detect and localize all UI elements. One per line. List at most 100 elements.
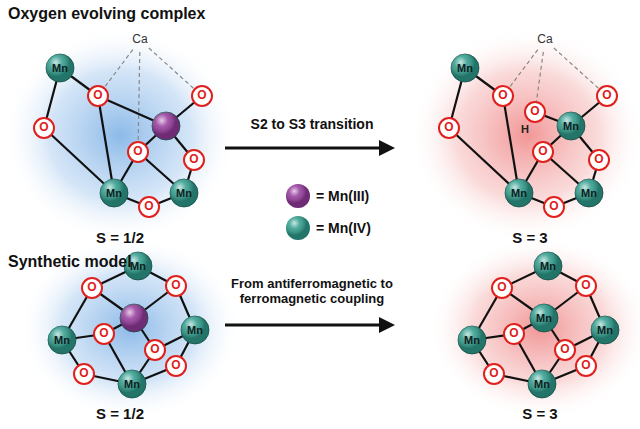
atom-body (166, 276, 186, 296)
oxygen-atom (555, 340, 575, 360)
legend-swatch (286, 216, 310, 240)
legend-swatch (286, 184, 310, 208)
atom-shine (48, 326, 76, 354)
atom-body (493, 86, 513, 106)
atom-shine (534, 252, 562, 280)
manganese-atom (118, 370, 146, 398)
atom-body (82, 278, 102, 298)
oxygen-atom (192, 86, 212, 106)
atom-body (458, 326, 486, 354)
atom-body (145, 340, 165, 360)
atom-label: Mn (106, 187, 122, 200)
legend-text: = Mn(IV) (316, 220, 371, 236)
atom-body (100, 179, 128, 207)
manganese-atom (46, 54, 74, 82)
atom-body (484, 364, 504, 384)
manganese-atom (458, 326, 486, 354)
oxygen-atom (544, 197, 564, 217)
arrow-head (379, 317, 395, 333)
oxygen-atom (492, 278, 512, 298)
atom-label: O (197, 89, 206, 103)
atom-body (192, 86, 212, 106)
atom-body (576, 356, 596, 376)
manganese-atom (591, 316, 619, 344)
atom-label: Mn (511, 187, 527, 200)
manganese-atom (48, 326, 76, 354)
oxygen-atom (589, 150, 609, 170)
atom-body (34, 118, 54, 138)
atom-label: Mn (124, 378, 140, 391)
oxygen-atom (94, 324, 114, 344)
atom-body (576, 276, 596, 296)
oxygen-atom (88, 86, 108, 106)
atom-label: Mn (187, 324, 203, 337)
atom-label: O (538, 145, 547, 159)
atom-label: O (498, 89, 507, 103)
atom-label: O (497, 281, 506, 295)
atom-label: O (530, 105, 539, 119)
oxygen-atom (576, 276, 596, 296)
atom-shine (530, 304, 558, 332)
atom-label: O (549, 200, 558, 214)
atom-shine (118, 370, 146, 398)
figure-label: From antiferromagnetic to ferromagnetic … (205, 277, 420, 307)
oxygen-atom (504, 324, 524, 344)
oxygen-atom (484, 364, 504, 384)
figure-label: Ca (132, 33, 147, 47)
oxygen-atom (82, 278, 102, 298)
atom-label: O (171, 359, 180, 373)
atom-body (181, 316, 209, 344)
calcium-contact (138, 52, 140, 152)
manganese-atom (451, 54, 479, 82)
atom-label: O (133, 145, 142, 159)
atom-body (118, 370, 146, 398)
atom-label: O (150, 343, 159, 357)
atom-body (504, 324, 524, 344)
atom-label: O (171, 279, 180, 293)
glow (428, 236, 640, 420)
oxygen-atom (166, 356, 186, 376)
bond (98, 96, 114, 193)
atom-body (74, 364, 94, 384)
manganese-atom (557, 112, 585, 140)
figure-label: Synthetic model (8, 253, 132, 271)
atom-label: Mn (597, 324, 613, 337)
atom-label: O (581, 279, 590, 293)
reaction-arrow (225, 324, 383, 327)
bond (503, 96, 519, 193)
atom-label: O (489, 367, 498, 381)
atom-body (575, 179, 603, 207)
figure-label: S = 1/2 (96, 405, 144, 422)
legend-swatch-color (286, 184, 310, 208)
oxygen-atom (145, 340, 165, 360)
atom-label: O (99, 327, 108, 341)
atom-label: O (93, 89, 102, 103)
oxygen-atom (597, 86, 617, 106)
atom-label: O (39, 121, 48, 135)
atom-label: Mn (464, 334, 480, 347)
atom-label: O (87, 281, 96, 295)
atom-body (451, 54, 479, 82)
atom-body (94, 324, 114, 344)
manganese-atom (152, 112, 180, 140)
atom-body (589, 150, 609, 170)
oxygen-atom (139, 197, 159, 217)
atom-label: O (79, 367, 88, 381)
atom-body (597, 86, 617, 106)
atom-shine (286, 216, 310, 240)
atom-body (525, 102, 545, 122)
figure-label: S2 to S3 transition (251, 116, 374, 132)
oxygen-atom (166, 276, 186, 296)
manganese-atom (534, 252, 562, 280)
atom-shine (152, 112, 180, 140)
atom-shine (575, 179, 603, 207)
legend-swatch-color (286, 216, 310, 240)
atom-body (544, 197, 564, 217)
atom-label: O (144, 200, 153, 214)
atom-body (555, 340, 575, 360)
atom-shine (591, 316, 619, 344)
atom-body (88, 86, 108, 106)
manganese-atom (181, 316, 209, 344)
atom-body (166, 356, 186, 376)
